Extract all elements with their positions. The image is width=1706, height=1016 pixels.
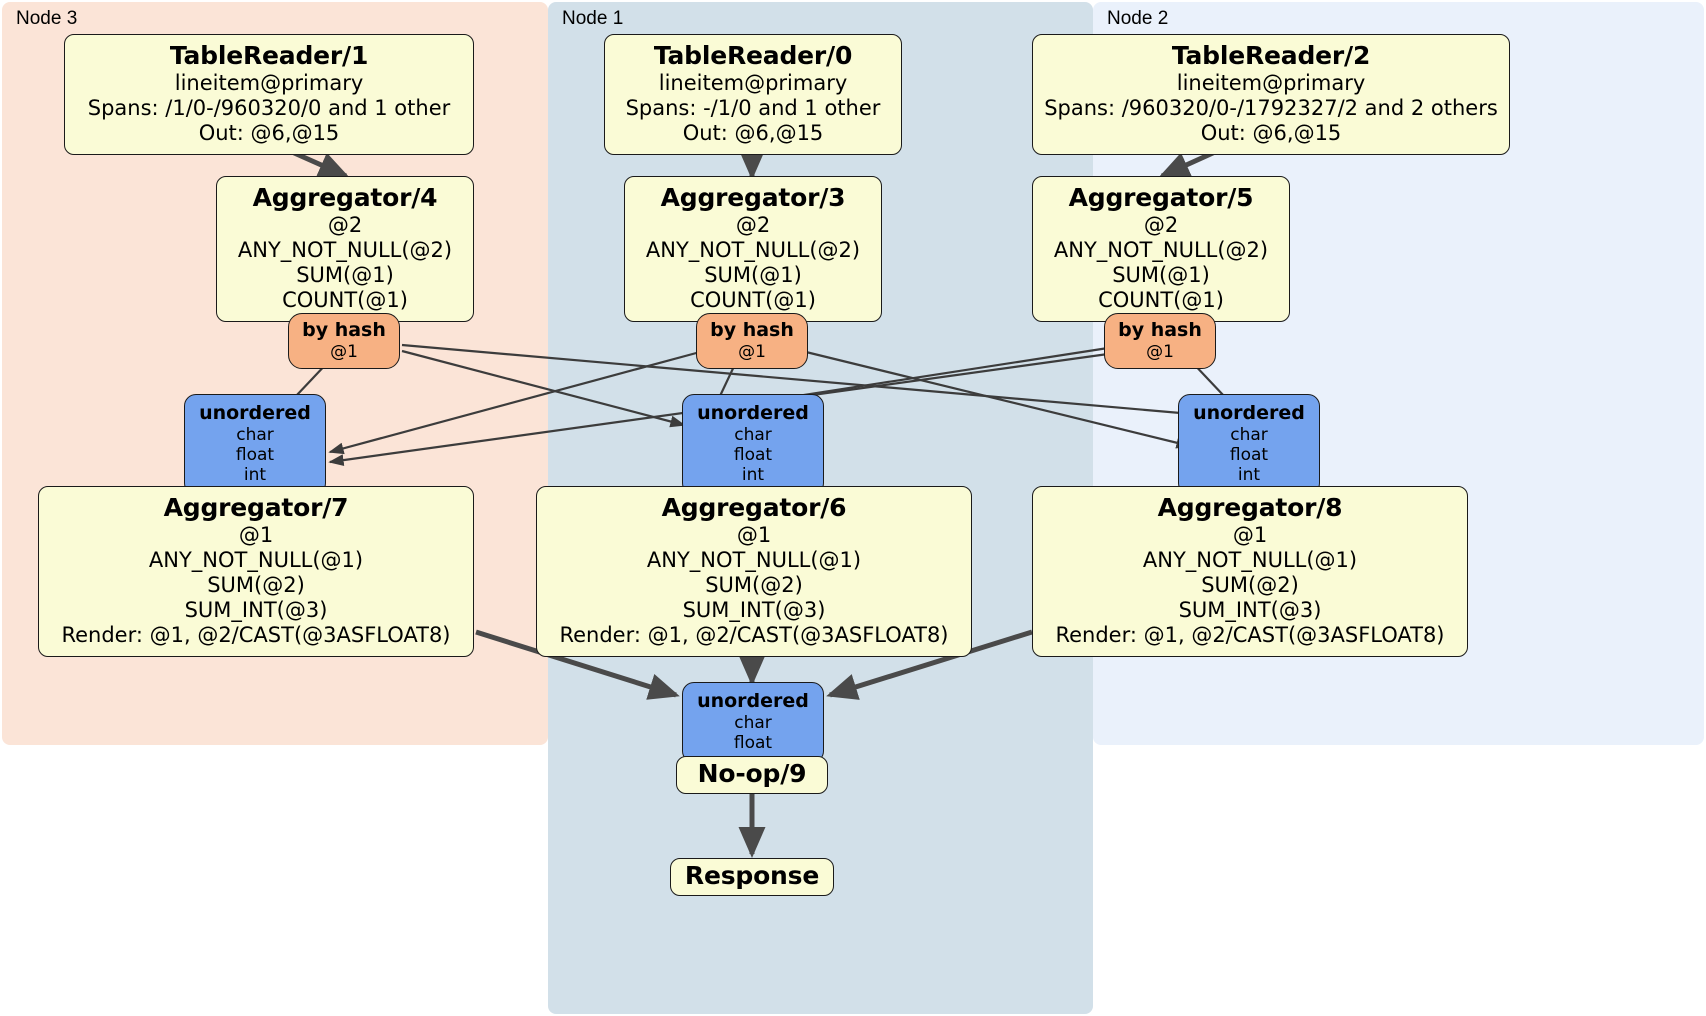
- processor-detail-groupby: @1: [736, 522, 772, 547]
- hash-router-aggregator-5[interactable]: by hash @1: [1104, 313, 1216, 369]
- unordered-synchronizer-left[interactable]: unordered char float int: [184, 394, 326, 496]
- processor-tablereader-2[interactable]: TableReader/2 lineitem@primary Spans: /9…: [1032, 34, 1510, 155]
- hash-router-aggregator-3[interactable]: by hash @1: [696, 313, 808, 369]
- processor-detail-render: Render: @1, @2/CAST(@3ASFLOAT8): [61, 622, 451, 647]
- router-type-float: float: [1229, 444, 1269, 465]
- processor-detail-agg3: COUNT(@1): [282, 287, 408, 312]
- router-title: by hash: [710, 319, 794, 341]
- processor-detail-spans: Spans: -/1/0 and 1 other: [625, 95, 881, 120]
- processor-aggregator-6[interactable]: Aggregator/6 @1 ANY_NOT_NULL(@1) SUM(@2)…: [536, 486, 972, 657]
- processor-detail-spans: Spans: /960320/0-/1792327/2 and 2 others: [1044, 95, 1498, 120]
- processor-detail-agg2: SUM(@2): [705, 572, 803, 597]
- processor-title: TableReader/2: [1171, 41, 1371, 70]
- processor-detail-groupby: @1: [238, 522, 274, 547]
- processor-detail-agg1: ANY_NOT_NULL(@2): [237, 237, 453, 262]
- processor-detail-agg2: SUM(@2): [1201, 572, 1299, 597]
- processor-aggregator-4[interactable]: Aggregator/4 @2 ANY_NOT_NULL(@2) SUM(@1)…: [216, 176, 474, 322]
- processor-detail-table: lineitem@primary: [1176, 70, 1366, 95]
- router-column: @1: [330, 341, 358, 362]
- processor-detail-table: lineitem@primary: [658, 70, 848, 95]
- processor-title: Aggregator/4: [252, 183, 438, 212]
- processor-detail-agg2: SUM(@1): [704, 262, 802, 287]
- processor-detail-agg3: SUM_INT(@3): [184, 597, 328, 622]
- response-box[interactable]: Response: [670, 858, 834, 896]
- unordered-synchronizer-right[interactable]: unordered char float int: [1178, 394, 1320, 496]
- node-panel-label-node-3: Node 3: [16, 8, 78, 29]
- processor-detail-table: lineitem@primary: [174, 70, 364, 95]
- router-column: @1: [738, 341, 766, 362]
- processor-detail-agg2: SUM(@2): [207, 572, 305, 597]
- processor-detail-out: Out: @6,@15: [1200, 120, 1342, 145]
- processor-title: TableReader/0: [653, 41, 853, 70]
- processor-detail-groupby: @2: [327, 212, 363, 237]
- processor-aggregator-3[interactable]: Aggregator/3 @2 ANY_NOT_NULL(@2) SUM(@1)…: [624, 176, 882, 322]
- processor-detail-agg1: ANY_NOT_NULL(@2): [1053, 237, 1269, 262]
- processor-title: No-op/9: [697, 759, 807, 788]
- processor-aggregator-7[interactable]: Aggregator/7 @1 ANY_NOT_NULL(@1) SUM(@2)…: [38, 486, 474, 657]
- router-title: unordered: [697, 690, 809, 712]
- processor-detail-agg3: SUM_INT(@3): [682, 597, 826, 622]
- unordered-synchronizer-final[interactable]: unordered char float: [682, 682, 824, 764]
- processor-title: Aggregator/8: [1157, 493, 1343, 522]
- processor-detail-out: Out: @6,@15: [198, 120, 340, 145]
- processor-title: Aggregator/6: [661, 493, 847, 522]
- processor-tablereader-1[interactable]: TableReader/1 lineitem@primary Spans: /1…: [64, 34, 474, 155]
- processor-aggregator-5[interactable]: Aggregator/5 @2 ANY_NOT_NULL(@2) SUM(@1)…: [1032, 176, 1290, 322]
- processor-detail-render: Render: @1, @2/CAST(@3ASFLOAT8): [559, 622, 949, 647]
- unordered-synchronizer-center[interactable]: unordered char float int: [682, 394, 824, 496]
- processor-title: TableReader/1: [169, 41, 369, 70]
- router-type-float: float: [235, 444, 275, 465]
- processor-detail-agg2: SUM(@1): [1112, 262, 1210, 287]
- router-column: @1: [1146, 341, 1174, 362]
- processor-detail-agg3: COUNT(@1): [1098, 287, 1224, 312]
- processor-title: Aggregator/3: [660, 183, 846, 212]
- processor-detail-agg1: ANY_NOT_NULL(@1): [646, 547, 862, 572]
- processor-title: Aggregator/5: [1068, 183, 1254, 212]
- processor-detail-agg3: COUNT(@1): [690, 287, 816, 312]
- router-type-char: char: [1230, 424, 1268, 445]
- processor-detail-groupby: @2: [1143, 212, 1179, 237]
- processor-title: Aggregator/7: [163, 493, 349, 522]
- processor-detail-agg1: ANY_NOT_NULL(@1): [1142, 547, 1358, 572]
- processor-detail-out: Out: @6,@15: [682, 120, 824, 145]
- router-type-char: char: [734, 712, 772, 733]
- node-panel-label-node-2: Node 2: [1107, 8, 1169, 29]
- response-title: Response: [684, 861, 820, 890]
- router-type-float: float: [733, 444, 773, 465]
- processor-tablereader-0[interactable]: TableReader/0 lineitem@primary Spans: -/…: [604, 34, 902, 155]
- processor-detail-agg2: SUM(@1): [296, 262, 394, 287]
- router-title: by hash: [302, 319, 386, 341]
- processor-detail-groupby: @1: [1232, 522, 1268, 547]
- router-title: unordered: [697, 402, 809, 424]
- router-type-int: int: [741, 465, 765, 486]
- router-title: unordered: [199, 402, 311, 424]
- node-panel-label-node-1: Node 1: [562, 8, 624, 29]
- processor-detail-render: Render: @1, @2/CAST(@3ASFLOAT8): [1055, 622, 1445, 647]
- router-title: unordered: [1193, 402, 1305, 424]
- router-type-int: int: [243, 465, 267, 486]
- processor-detail-groupby: @2: [735, 212, 771, 237]
- processor-aggregator-8[interactable]: Aggregator/8 @1 ANY_NOT_NULL(@1) SUM(@2)…: [1032, 486, 1468, 657]
- processor-detail-agg1: ANY_NOT_NULL(@1): [148, 547, 364, 572]
- router-type-char: char: [236, 424, 274, 445]
- processor-detail-spans: Spans: /1/0-/960320/0 and 1 other: [87, 95, 451, 120]
- router-title: by hash: [1118, 319, 1202, 341]
- processor-detail-agg3: SUM_INT(@3): [1178, 597, 1322, 622]
- router-type-char: char: [734, 424, 772, 445]
- processor-noop-9[interactable]: No-op/9: [676, 756, 828, 794]
- processor-detail-agg1: ANY_NOT_NULL(@2): [645, 237, 861, 262]
- router-type-float: float: [733, 732, 773, 753]
- hash-router-aggregator-4[interactable]: by hash @1: [288, 313, 400, 369]
- router-type-int: int: [1237, 465, 1261, 486]
